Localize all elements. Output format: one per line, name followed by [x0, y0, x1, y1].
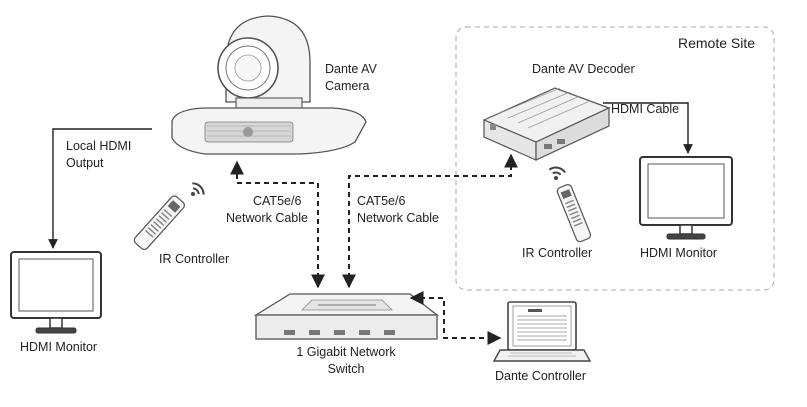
- remote-site-label: Remote Site: [678, 35, 756, 51]
- cat5-right-label-line1: CAT5e/6: [357, 194, 406, 208]
- hdmi-monitor-left: [10, 251, 102, 334]
- dante-av-decoder: [482, 87, 611, 161]
- network-switch: [253, 293, 439, 340]
- dante-controller-laptop: [492, 301, 592, 362]
- cat5-decoder-line: [342, 153, 518, 289]
- hdmi-monitor-right: [639, 156, 733, 240]
- local-hdmi-label-line2: Output: [66, 156, 104, 170]
- switch-label-line1: 1 Gigabit Network: [296, 345, 396, 359]
- hdmi-monitor-right-label: HDMI Monitor: [640, 246, 718, 260]
- hdmi-cable-label: HDMI Cable: [611, 102, 680, 116]
- dante-av-camera: [171, 15, 367, 155]
- local-hdmi-label-line1: Local HDMI: [66, 139, 132, 153]
- dante-controller-label: Dante Controller: [495, 369, 587, 383]
- ir-controller-left-label: IR Controller: [159, 252, 230, 266]
- camera-label-line2: Camera: [325, 79, 370, 93]
- controller-link-line: [409, 291, 502, 345]
- cat5-camera-line: [230, 160, 325, 289]
- ir-controller-left-device: [133, 182, 205, 251]
- camera-label-line1: Dante AV: [325, 62, 377, 76]
- remote-site-region: [455, 26, 775, 291]
- decoder-label: Dante AV Decoder: [532, 62, 635, 76]
- local-hdmi-line: [48, 128, 152, 249]
- hdmi-cable-line: [603, 102, 693, 154]
- cat5-right-label-line2: Network Cable: [357, 211, 439, 225]
- ir-controller-right-device: [548, 166, 592, 243]
- ir-controller-right-label: IR Controller: [522, 246, 593, 260]
- cat5-left-label-line1: CAT5e/6: [253, 194, 302, 208]
- switch-label-line2: Switch: [327, 362, 365, 376]
- cat5-left-label-line2: Network Cable: [226, 211, 308, 225]
- hdmi-monitor-left-label: HDMI Monitor: [20, 340, 98, 354]
